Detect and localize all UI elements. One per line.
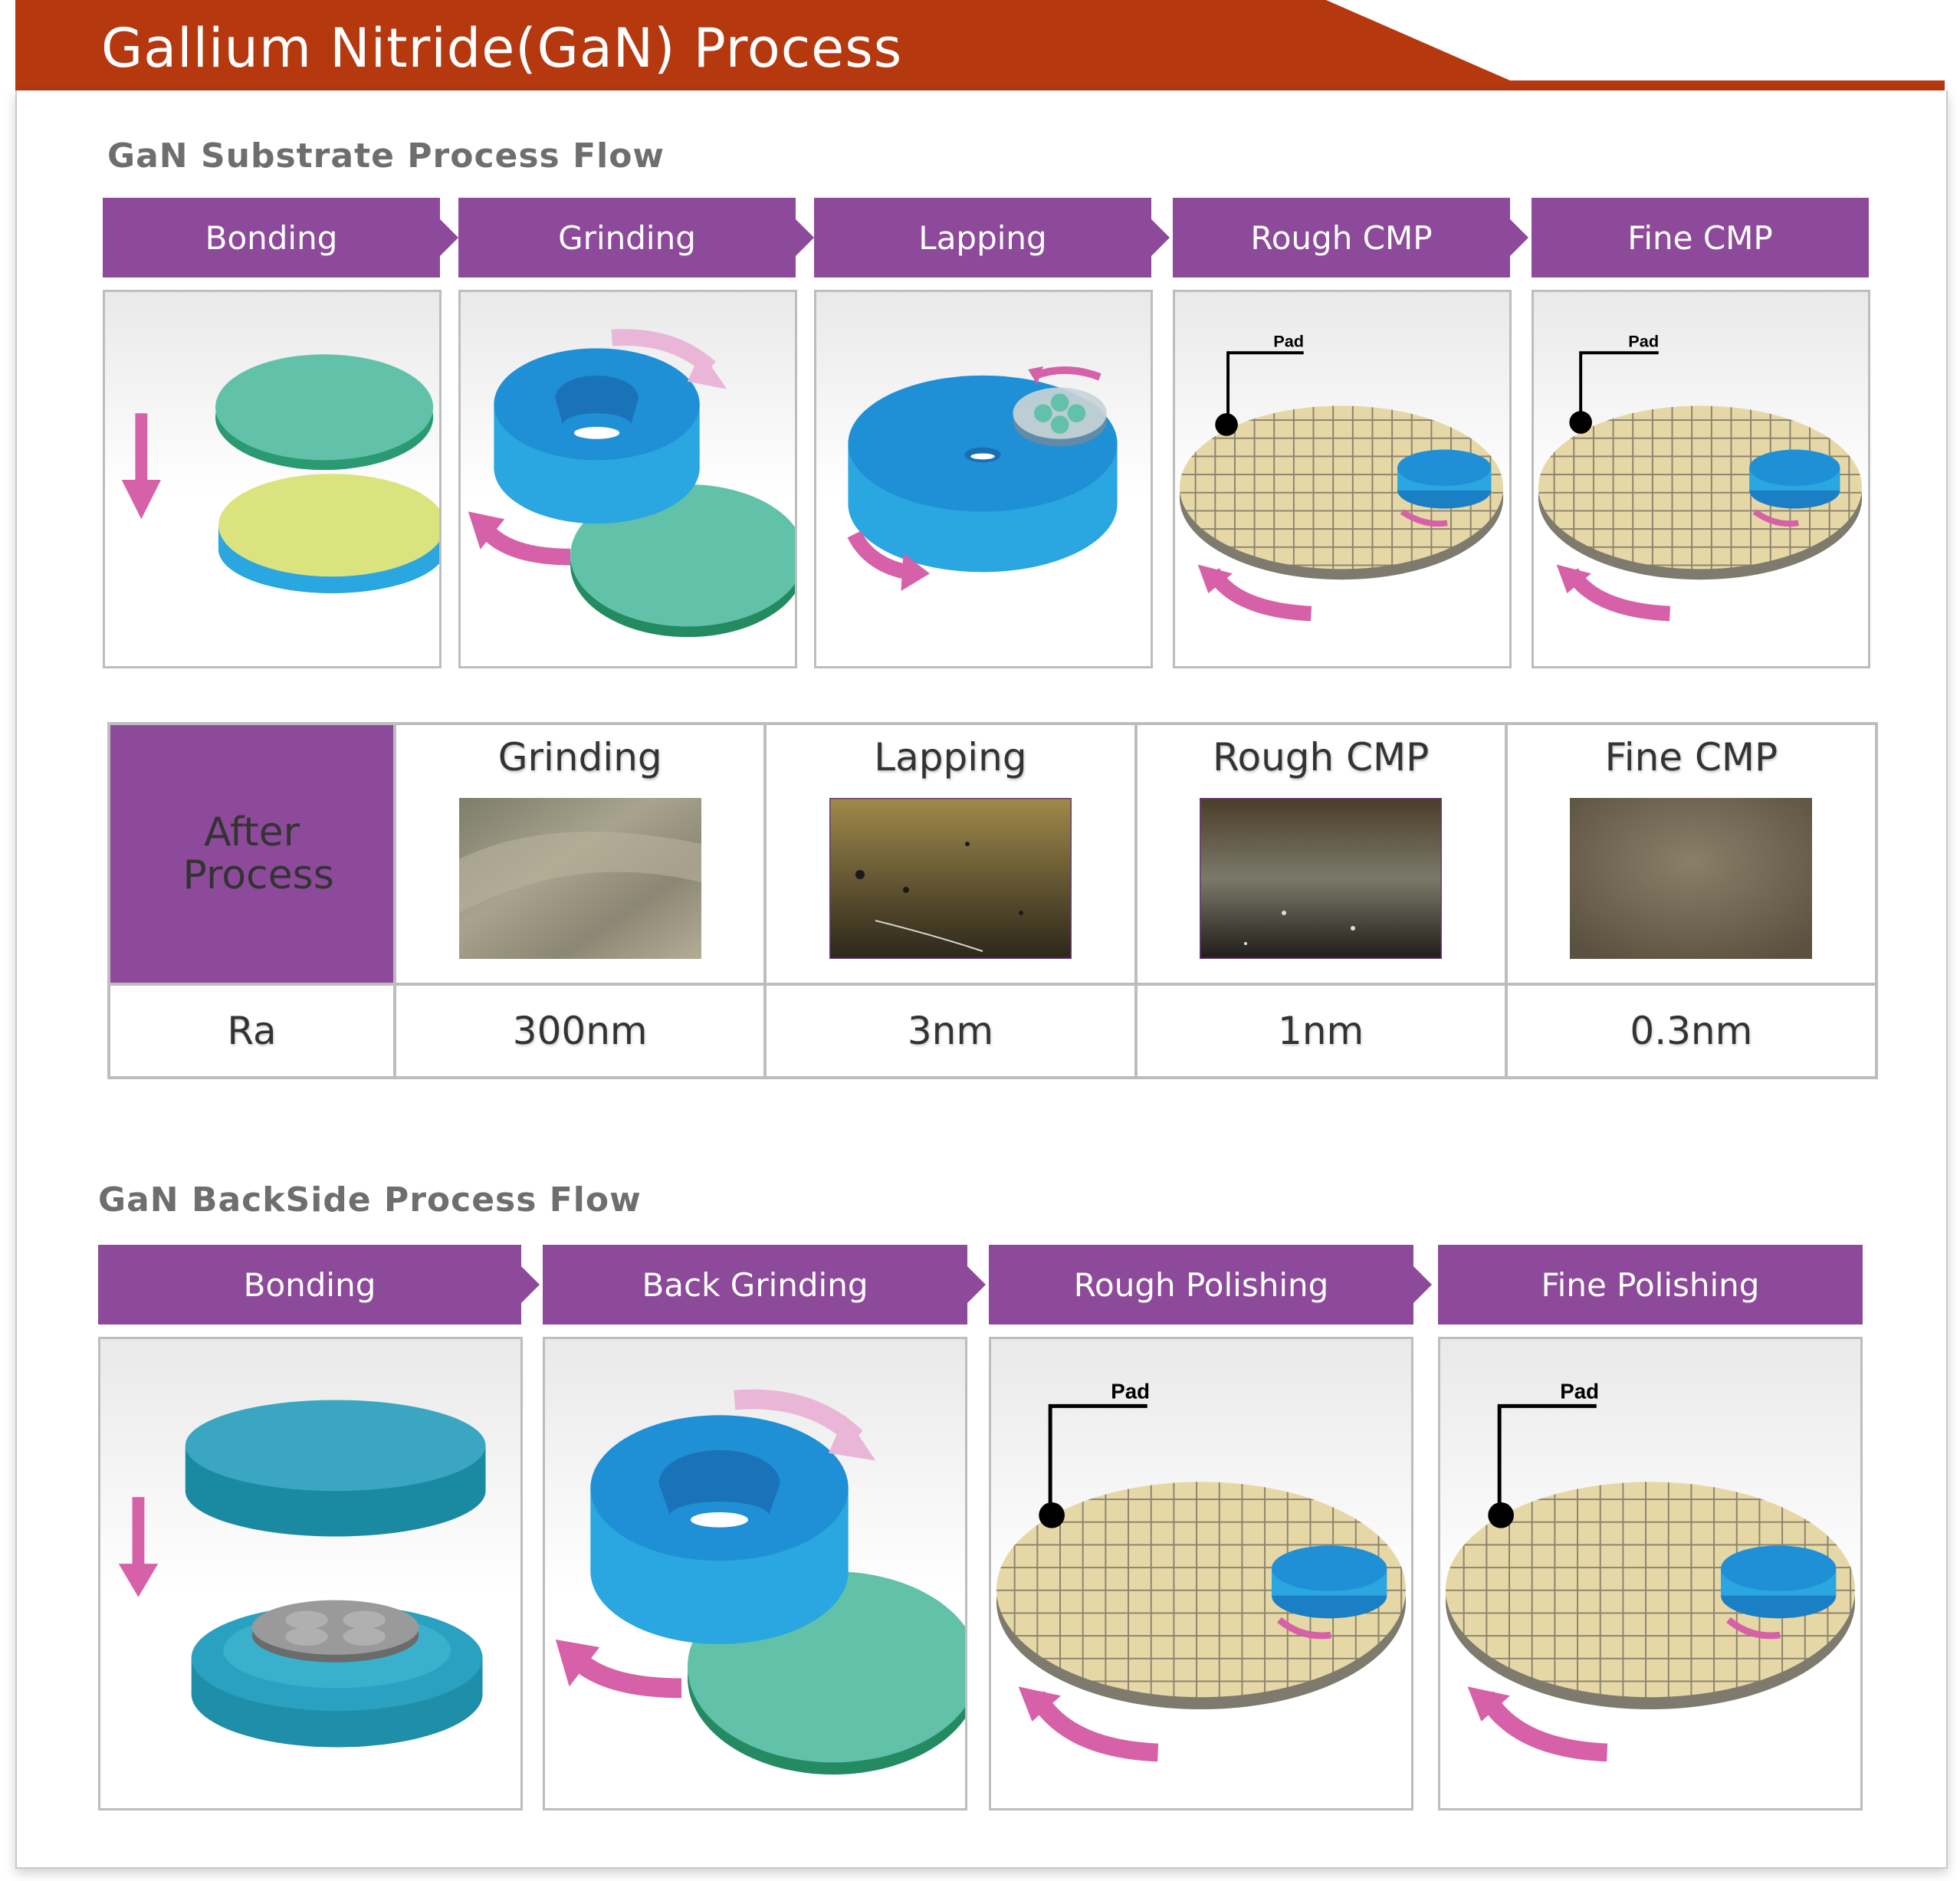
- col-title: Rough CMP: [1212, 735, 1430, 780]
- result-col-lapping: Lapping: [763, 722, 1138, 986]
- backside-step-fine-polishing: Fine Polishing: [1438, 1245, 1863, 1325]
- flow-arrow-icon: [1151, 219, 1170, 256]
- substrate-step-fine-cmp: Fine CMP: [1532, 198, 1869, 277]
- substrate-step-bonding: Bonding: [103, 198, 440, 277]
- micrograph-fine-cmp: [1570, 798, 1813, 959]
- micrograph-lapping: [829, 798, 1072, 959]
- page-title: Gallium Nitride(GaN) Process: [101, 17, 903, 80]
- illustration-back-grinding: [543, 1337, 967, 1810]
- ra-label: Ra: [107, 983, 397, 1079]
- backside-step-back-grinding: Back Grinding: [543, 1245, 967, 1325]
- micrograph-rough-cmp: [1200, 798, 1443, 959]
- after-process-header: After Process: [107, 722, 397, 986]
- col-title: Fine CMP: [1604, 735, 1778, 780]
- results-table: After Process Grinding Lapping: [107, 722, 1879, 1079]
- pad-label: Pad: [1111, 1380, 1150, 1403]
- col-title: Lapping: [874, 735, 1027, 780]
- substrate-step-grinding: Grinding: [458, 198, 796, 277]
- illustration-lapping: [814, 290, 1153, 668]
- result-col-rough-cmp: Rough CMP: [1134, 722, 1508, 986]
- flow-arrow-icon: [796, 219, 814, 256]
- illustration-fine-cmp: Pad: [1532, 290, 1870, 668]
- pad-label: Pad: [1560, 1380, 1599, 1403]
- ra-fine-cmp: 0.3nm: [1504, 983, 1879, 1079]
- backside-step-rough-polishing: Rough Polishing: [989, 1245, 1413, 1325]
- substrate-step-rough-cmp: Rough CMP: [1173, 198, 1510, 277]
- col-title: Grinding: [497, 735, 662, 780]
- backside-heading: GaN BackSide Process Flow: [98, 1180, 642, 1220]
- substrate-heading: GaN Substrate Process Flow: [107, 136, 665, 176]
- illustration-grinding: [458, 290, 797, 668]
- illustration-bonding: [103, 290, 442, 668]
- pad-label: Pad: [1273, 331, 1304, 350]
- illustration-backside-bonding: [98, 1337, 523, 1810]
- substrate-step-lapping: Lapping: [814, 198, 1151, 277]
- flow-arrow-icon: [1510, 219, 1528, 256]
- result-col-grinding: Grinding: [393, 722, 767, 986]
- flow-arrow-icon: [521, 1266, 540, 1303]
- flow-arrow-icon: [1413, 1266, 1432, 1303]
- illustration-rough-cmp: Pad: [1173, 290, 1512, 668]
- result-col-fine-cmp: Fine CMP: [1504, 722, 1879, 986]
- ra-lapping: 3nm: [763, 983, 1138, 1079]
- ra-rough-cmp: 1nm: [1134, 983, 1508, 1079]
- title-bar: [15, 0, 1945, 92]
- illustration-rough-polishing: Pad: [989, 1337, 1413, 1810]
- flow-arrow-icon: [967, 1266, 986, 1303]
- micrograph-grinding: [458, 798, 701, 959]
- pad-label: Pad: [1628, 331, 1659, 350]
- ra-grinding: 300nm: [393, 983, 767, 1079]
- illustration-fine-polishing: Pad: [1438, 1337, 1863, 1810]
- flow-arrow-icon: [440, 219, 458, 256]
- backside-step-bonding: Bonding: [98, 1245, 521, 1325]
